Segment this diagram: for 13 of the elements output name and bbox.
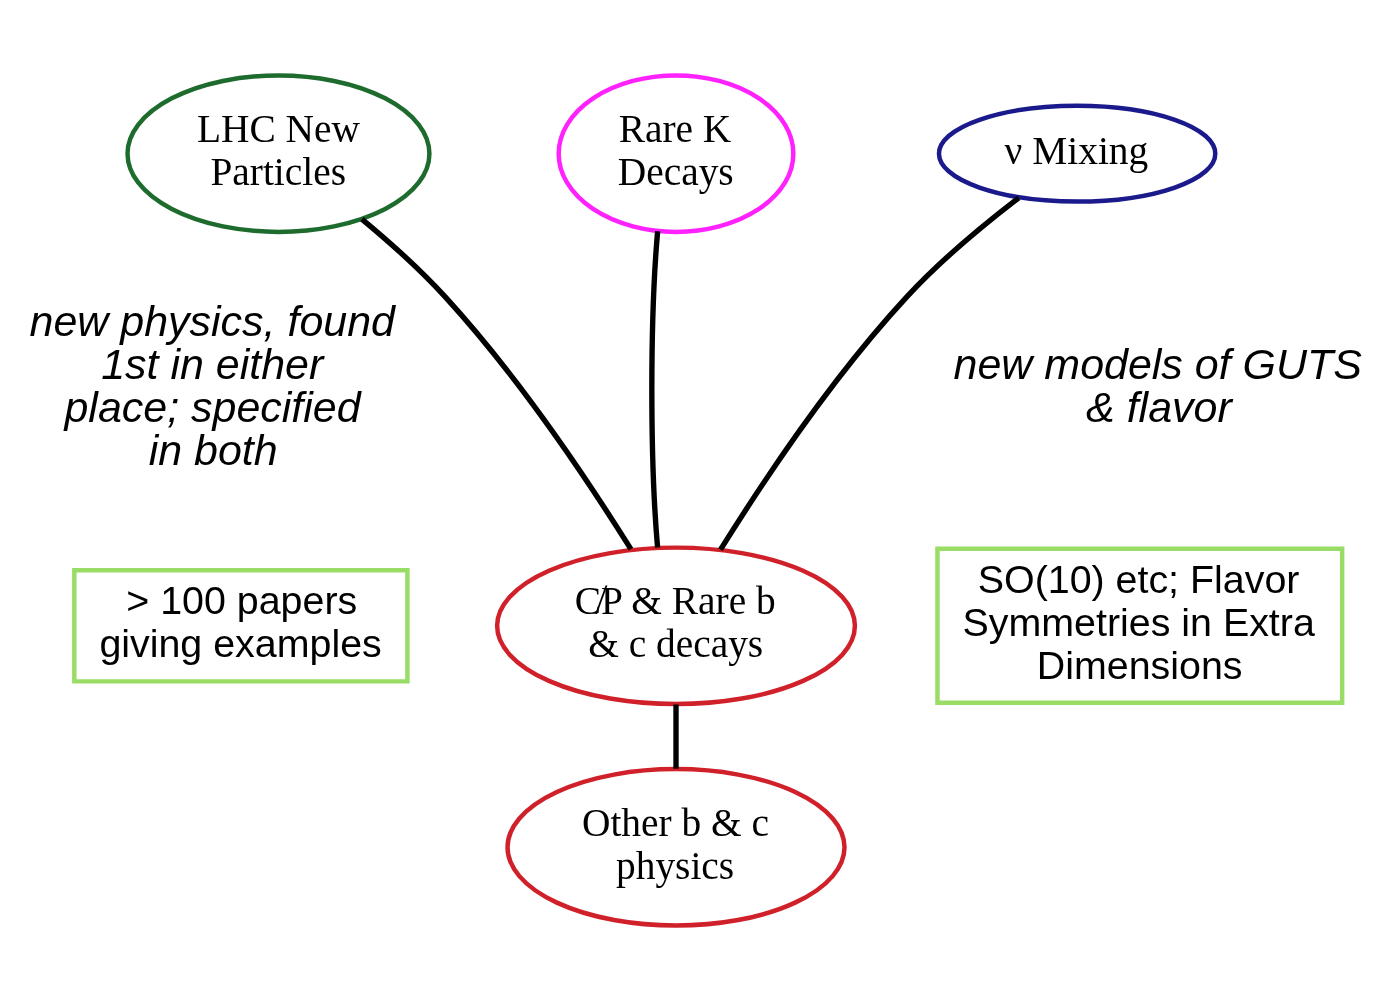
node-ellipse: ν Mixing: [936, 103, 1218, 204]
connector: [649, 230, 661, 548]
connector: [673, 703, 679, 769]
label: new physics, found 1st in either place; specified in both: [29, 296, 396, 474]
node-box: > 100 papers giving examples: [72, 567, 410, 684]
connector: [360, 216, 634, 551]
node-box: SO(10) etc; Flavor Symmetries in Extra Dimensions: [935, 546, 1345, 705]
node-ellipse: Rare K Decays: [556, 72, 796, 234]
connector: [718, 195, 1021, 551]
label: new models of GUTS & flavor: [953, 339, 1362, 431]
node-ellipse: Other b & c physics: [505, 766, 847, 928]
node-ellipse: C̸P & Rare b & c decays: [494, 544, 858, 706]
node-ellipse: LHC New Particles: [125, 72, 432, 234]
